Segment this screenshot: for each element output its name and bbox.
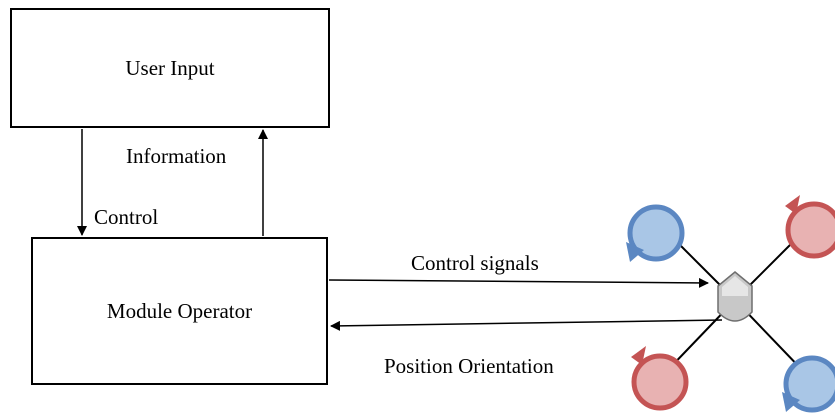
- rotor-top-right: [785, 195, 835, 259]
- control-signals-label: Control signals: [411, 251, 539, 275]
- rotor-top-left: [626, 204, 685, 262]
- control-signals-arrow: [328, 277, 709, 288]
- control-label: Control: [94, 205, 159, 229]
- information-label: Information: [126, 144, 227, 168]
- module-operator-node: Module Operator: [31, 237, 328, 385]
- user-input-label: User Input: [125, 55, 215, 80]
- position-orientation-label: Position Orientation: [384, 354, 554, 378]
- rotor-bottom-right: [782, 355, 835, 413]
- module-operator-label: Module Operator: [106, 298, 253, 323]
- rotor-bottom-left: [631, 346, 689, 411]
- quadcopter-hub: [717, 271, 753, 322]
- user-input-node: User Input: [10, 8, 330, 128]
- position-orientation-arrow: [330, 319, 723, 331]
